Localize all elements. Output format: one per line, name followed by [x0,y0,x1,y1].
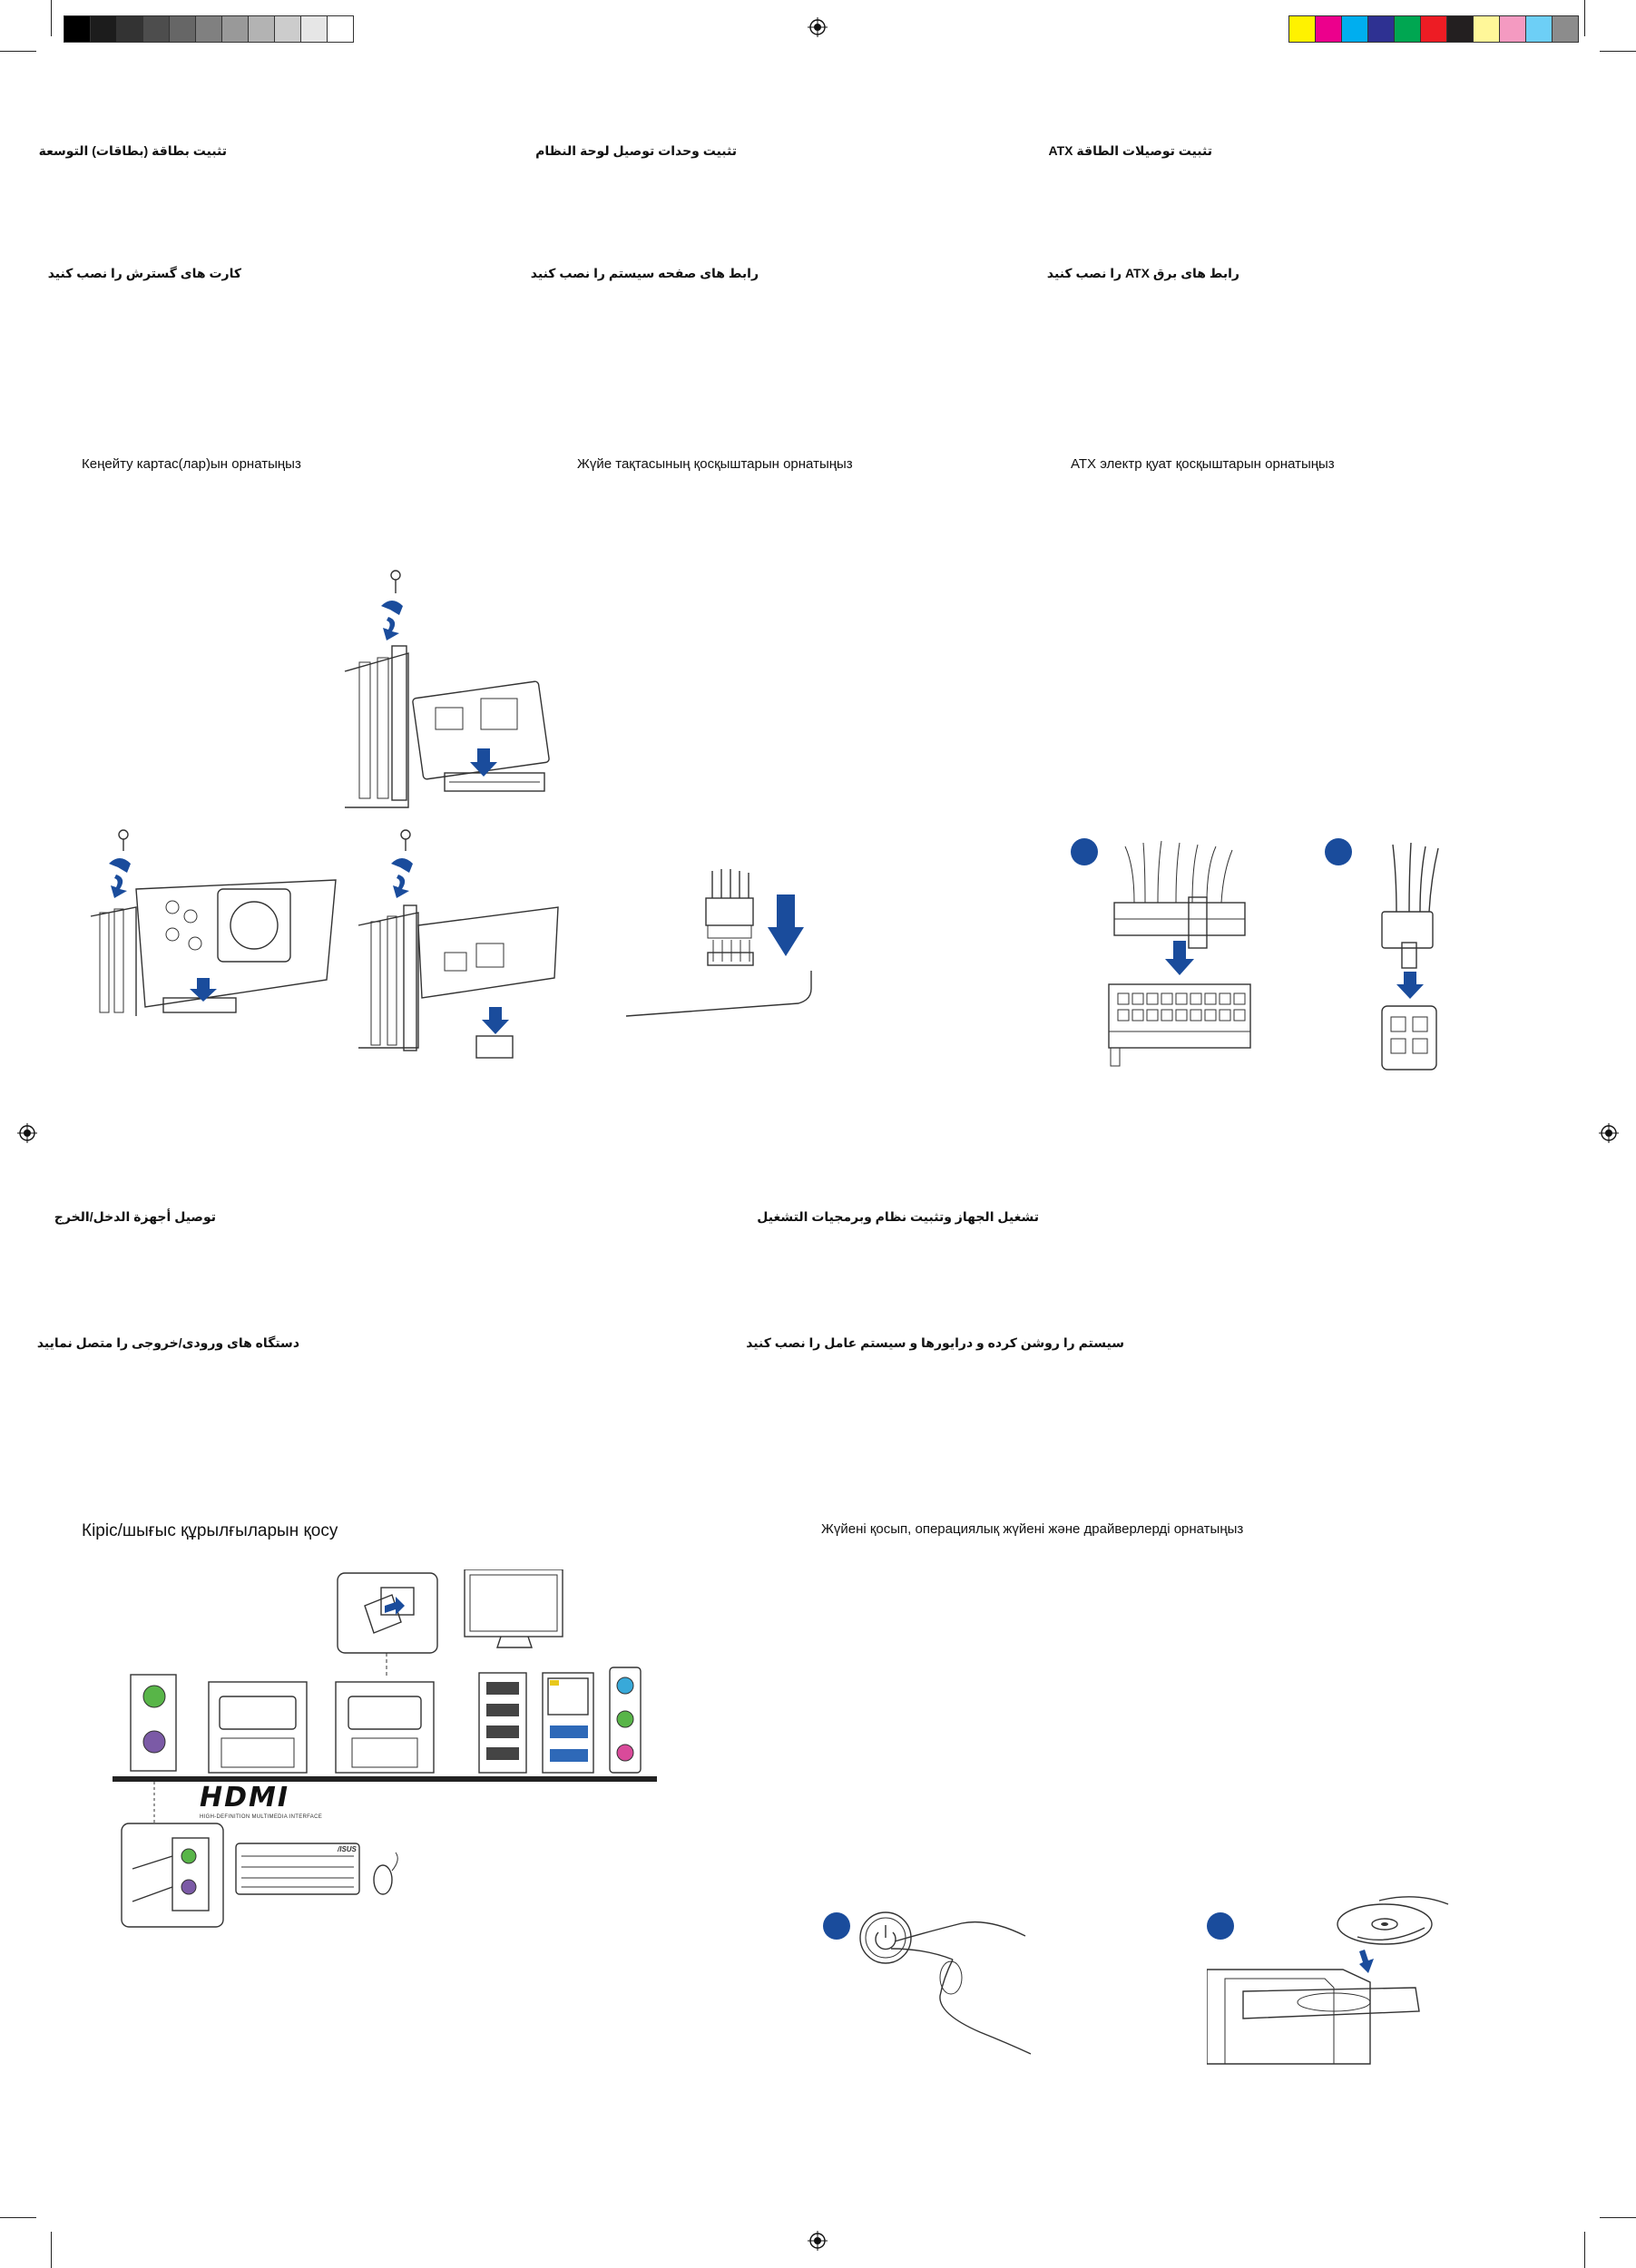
heading-expansion-kazakh: Кеңейту картас(лар)ын орнатыңыз [82,456,301,472]
heading-atx-persian: رابط های برق ATX را نصب کنید [1046,266,1239,280]
atx-24pin-connector-illustration [1108,840,1251,1067]
grayscale-color-bar [64,15,354,43]
power-button-press-illustration [859,1911,1032,2055]
crop-mark [51,0,52,36]
step-badge-2 [1325,838,1352,865]
grayscale-swatch-3 [117,16,143,42]
color-swatch-5 [1395,16,1421,42]
grayscale-swatch-9 [275,16,301,42]
registration-mark-icon [808,17,828,37]
install-disc-illustration [1207,1896,1449,2065]
crop-mark [51,2232,52,2268]
color-swatch-2 [1316,16,1342,42]
keyboard-brand-logo: /ISUS [338,1845,357,1853]
heading-expansion-arabic: تثبيت بطاقة (بطاقات) التوسعة [38,143,227,158]
crop-mark [1584,0,1585,36]
color-swatch-6 [1421,16,1447,42]
heading-io-kazakh: Кіріс/шығыс құрылғыларын қосу [82,1521,338,1540]
color-swatch-8 [1474,16,1500,42]
hdmi-logo: HDMI [200,1782,290,1813]
crop-mark [1600,51,1636,52]
expansion-card-install-illustration-2 [90,829,337,1016]
crop-mark [0,51,36,52]
rear-io-panel-illustration [113,1569,657,1928]
grayscale-swatch-7 [222,16,249,42]
heading-poweron-arabic: تشغيل الجهاز وتثبيت نظام وبرمجيات التشغي… [757,1209,1039,1224]
cmyk-color-bar [1288,15,1579,43]
heading-io-arabic: توصيل أجهزة الدخل/الخرج [54,1209,216,1224]
color-swatch-7 [1447,16,1474,42]
expansion-card-install-illustration-1 [344,570,550,808]
grayscale-swatch-10 [301,16,328,42]
heading-io-persian: دستگاه های ورودی/خروجی را متصل نمایید [36,1335,299,1350]
color-swatch-3 [1342,16,1368,42]
color-swatch-4 [1368,16,1395,42]
heading-panel-persian: رابط های صفحه سیستم را نصب کنید [530,266,759,280]
crop-mark [0,2217,36,2218]
heading-poweron-kazakh: Жүйені қосып, операциялық жүйені және др… [821,1521,1244,1537]
registration-mark-icon [1599,1123,1619,1143]
color-swatch-9 [1500,16,1526,42]
crop-mark [1600,2217,1636,2218]
color-swatch-11 [1553,16,1578,42]
grayscale-swatch-11 [328,16,353,42]
panel-connector-illustration [625,869,812,1017]
heading-atx-arabic: تثبيت توصيلات الطاقة ATX [1048,143,1212,158]
step-badge-2 [1207,1912,1234,1940]
step-badge-1 [1071,838,1098,865]
grayscale-swatch-1 [64,16,91,42]
heading-panel-kazakh: Жүйе тақтасының қосқыштарын орнатыңыз [577,456,853,472]
atx-4pin-connector-illustration [1381,842,1439,1070]
expansion-card-install-illustration-3 [358,829,559,1059]
grayscale-swatch-8 [249,16,275,42]
grayscale-swatch-2 [91,16,117,42]
grayscale-swatch-4 [143,16,170,42]
heading-atx-kazakh: ATX электр қуат қосқыштарын орнатыңыз [1071,456,1335,472]
hdmi-tagline: HIGH-DEFINITION MULTIMEDIA INTERFACE [200,1814,323,1820]
heading-poweron-persian: سیستم را روشن کرده و درایورها و سیستم عا… [746,1335,1124,1350]
heading-panel-arabic: تثبيت وحدات توصيل لوحة النظام [535,143,737,158]
color-swatch-1 [1289,16,1316,42]
step-badge-1 [823,1912,850,1940]
grayscale-swatch-6 [196,16,222,42]
color-swatch-10 [1526,16,1553,42]
registration-mark-icon [808,2231,828,2251]
grayscale-swatch-5 [170,16,196,42]
registration-mark-icon [17,1123,37,1143]
heading-expansion-persian: کارت های گسترش را نصب کنید [47,266,241,280]
crop-mark [1584,2232,1585,2268]
